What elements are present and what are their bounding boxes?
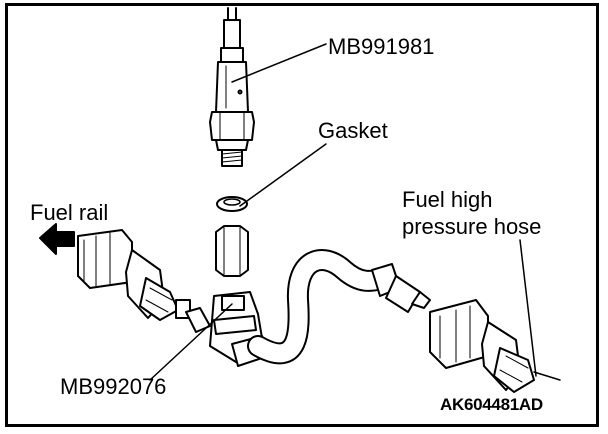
- hex-adapter: [215, 225, 249, 277]
- label-hose-line2: pressure hose: [402, 214, 542, 239]
- leader-lines: [149, 43, 537, 381]
- left-spacer: [185, 307, 211, 333]
- gasket-ring: [216, 196, 248, 212]
- label-gasket: Gasket: [318, 118, 388, 143]
- mb991981-tool: [209, 7, 255, 167]
- high-pressure-hose: [247, 249, 431, 365]
- label-mb991981: MB991981: [328, 34, 435, 59]
- fuel-rail-direction-arrow: [39, 223, 75, 255]
- label-fuel-rail: Fuel rail: [30, 200, 109, 225]
- figure-code: AK604481AD: [440, 395, 543, 414]
- left-quick-connector: [77, 229, 191, 321]
- label-mb992076: MB992076: [60, 374, 167, 399]
- label-hose-line1: Fuel high: [402, 187, 493, 212]
- right-quick-connector: [429, 299, 561, 393]
